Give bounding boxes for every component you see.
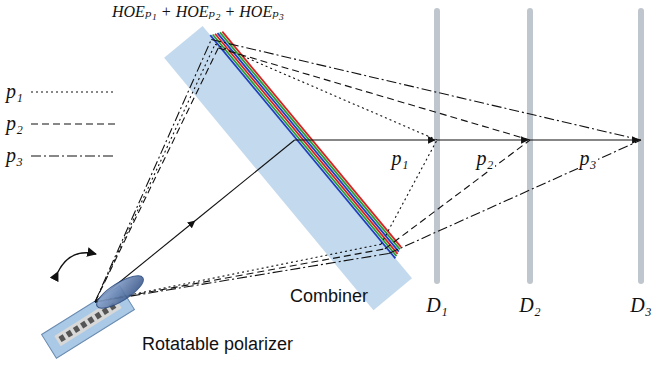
legend-label: p₂: [6, 112, 23, 135]
legend-label: p₃: [6, 144, 23, 167]
part-name: Combiner: [290, 286, 368, 307]
focal-label: p₂: [475, 147, 496, 170]
light-ray: [389, 140, 641, 253]
rotation-arrow: [58, 253, 96, 272]
focal-label: p₃: [578, 147, 599, 170]
legend-entry: p₃: [6, 144, 117, 167]
part-name: Rotatable polarizer: [142, 334, 293, 355]
hoe-layer: [213, 34, 397, 256]
screen-plane: [638, 8, 644, 284]
screen-plane: [527, 8, 533, 284]
legend-entry: p₁: [6, 80, 117, 103]
screen-plane: [434, 8, 440, 284]
legend-entry: p₂: [6, 112, 117, 135]
screen-label: D₁: [426, 294, 447, 317]
hoe-layer: [210, 35, 395, 258]
light-ray: [95, 44, 215, 302]
focal-label: p₁: [390, 147, 411, 170]
light-ray: [385, 140, 530, 249]
legend-line-sample: [31, 87, 117, 97]
light-ray: [95, 40, 211, 302]
light-ray: [530, 139, 639, 140]
light-ray: [211, 40, 641, 140]
light-ray: [437, 139, 528, 140]
light-ray: [218, 48, 530, 140]
light-ray: [381, 140, 437, 244]
hoe-layer: [215, 34, 398, 254]
light-ray: [295, 139, 435, 140]
light-ray: [195, 140, 295, 221]
screen-label: D₃: [630, 294, 651, 317]
hoe-layer: [220, 32, 400, 249]
legend-line-sample: [31, 119, 117, 129]
hoe-label: HOEₚ₁ + HOEₚ₂ + HOEₚ₃: [112, 3, 284, 21]
light-ray: [215, 44, 437, 140]
hoe-layer: [217, 33, 398, 252]
screen-label: D₂: [519, 294, 540, 317]
legend-line-sample: [31, 151, 117, 161]
legend-label: p₁: [6, 80, 23, 103]
hoe-layer: [222, 32, 401, 247]
light-ray: [95, 48, 218, 302]
polarizer: [92, 270, 147, 314]
